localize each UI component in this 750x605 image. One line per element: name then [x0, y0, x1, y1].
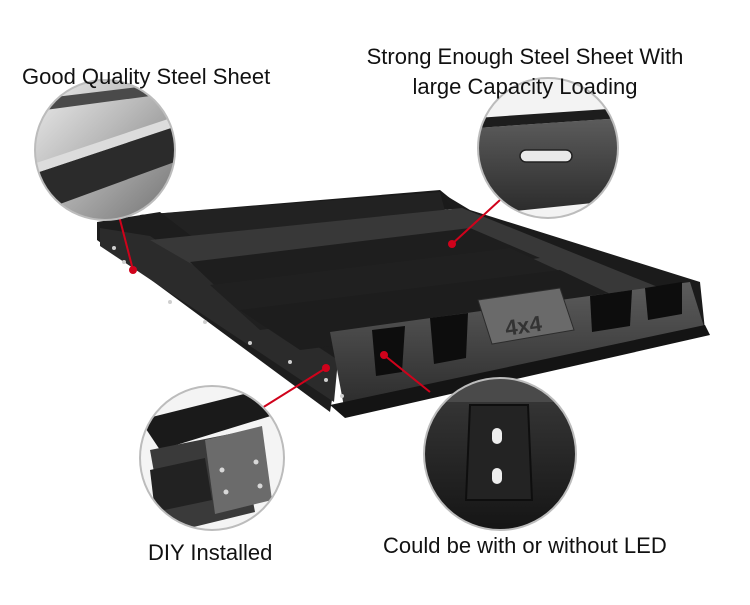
callout-led-option: Could be with or without LED: [383, 533, 667, 558]
callout-strong-line-1: Strong Enough Steel Sheet With: [366, 44, 684, 69]
detail-circle-led-bracket: [423, 377, 577, 531]
leader-lines: [117, 199, 501, 409]
roof-rack: 4x4: [97, 175, 710, 418]
callout-good-quality-steel-sheet: Good Quality Steel Sheet: [22, 64, 271, 89]
side-marking: 4x4: [504, 311, 545, 341]
detail-circle-diy-assembly: [139, 385, 285, 531]
callout-strong-steel-sheet: Strong Enough Steel Sheet With large Cap…: [330, 42, 720, 102]
callout-diy-installed: DIY Installed: [148, 540, 273, 565]
detail-circle-steel-sheet: [34, 79, 176, 221]
detail-circle-load-slot: [477, 77, 619, 219]
leader-dots: [129, 240, 456, 372]
callout-strong-line-2: large Capacity Loading: [412, 74, 638, 99]
